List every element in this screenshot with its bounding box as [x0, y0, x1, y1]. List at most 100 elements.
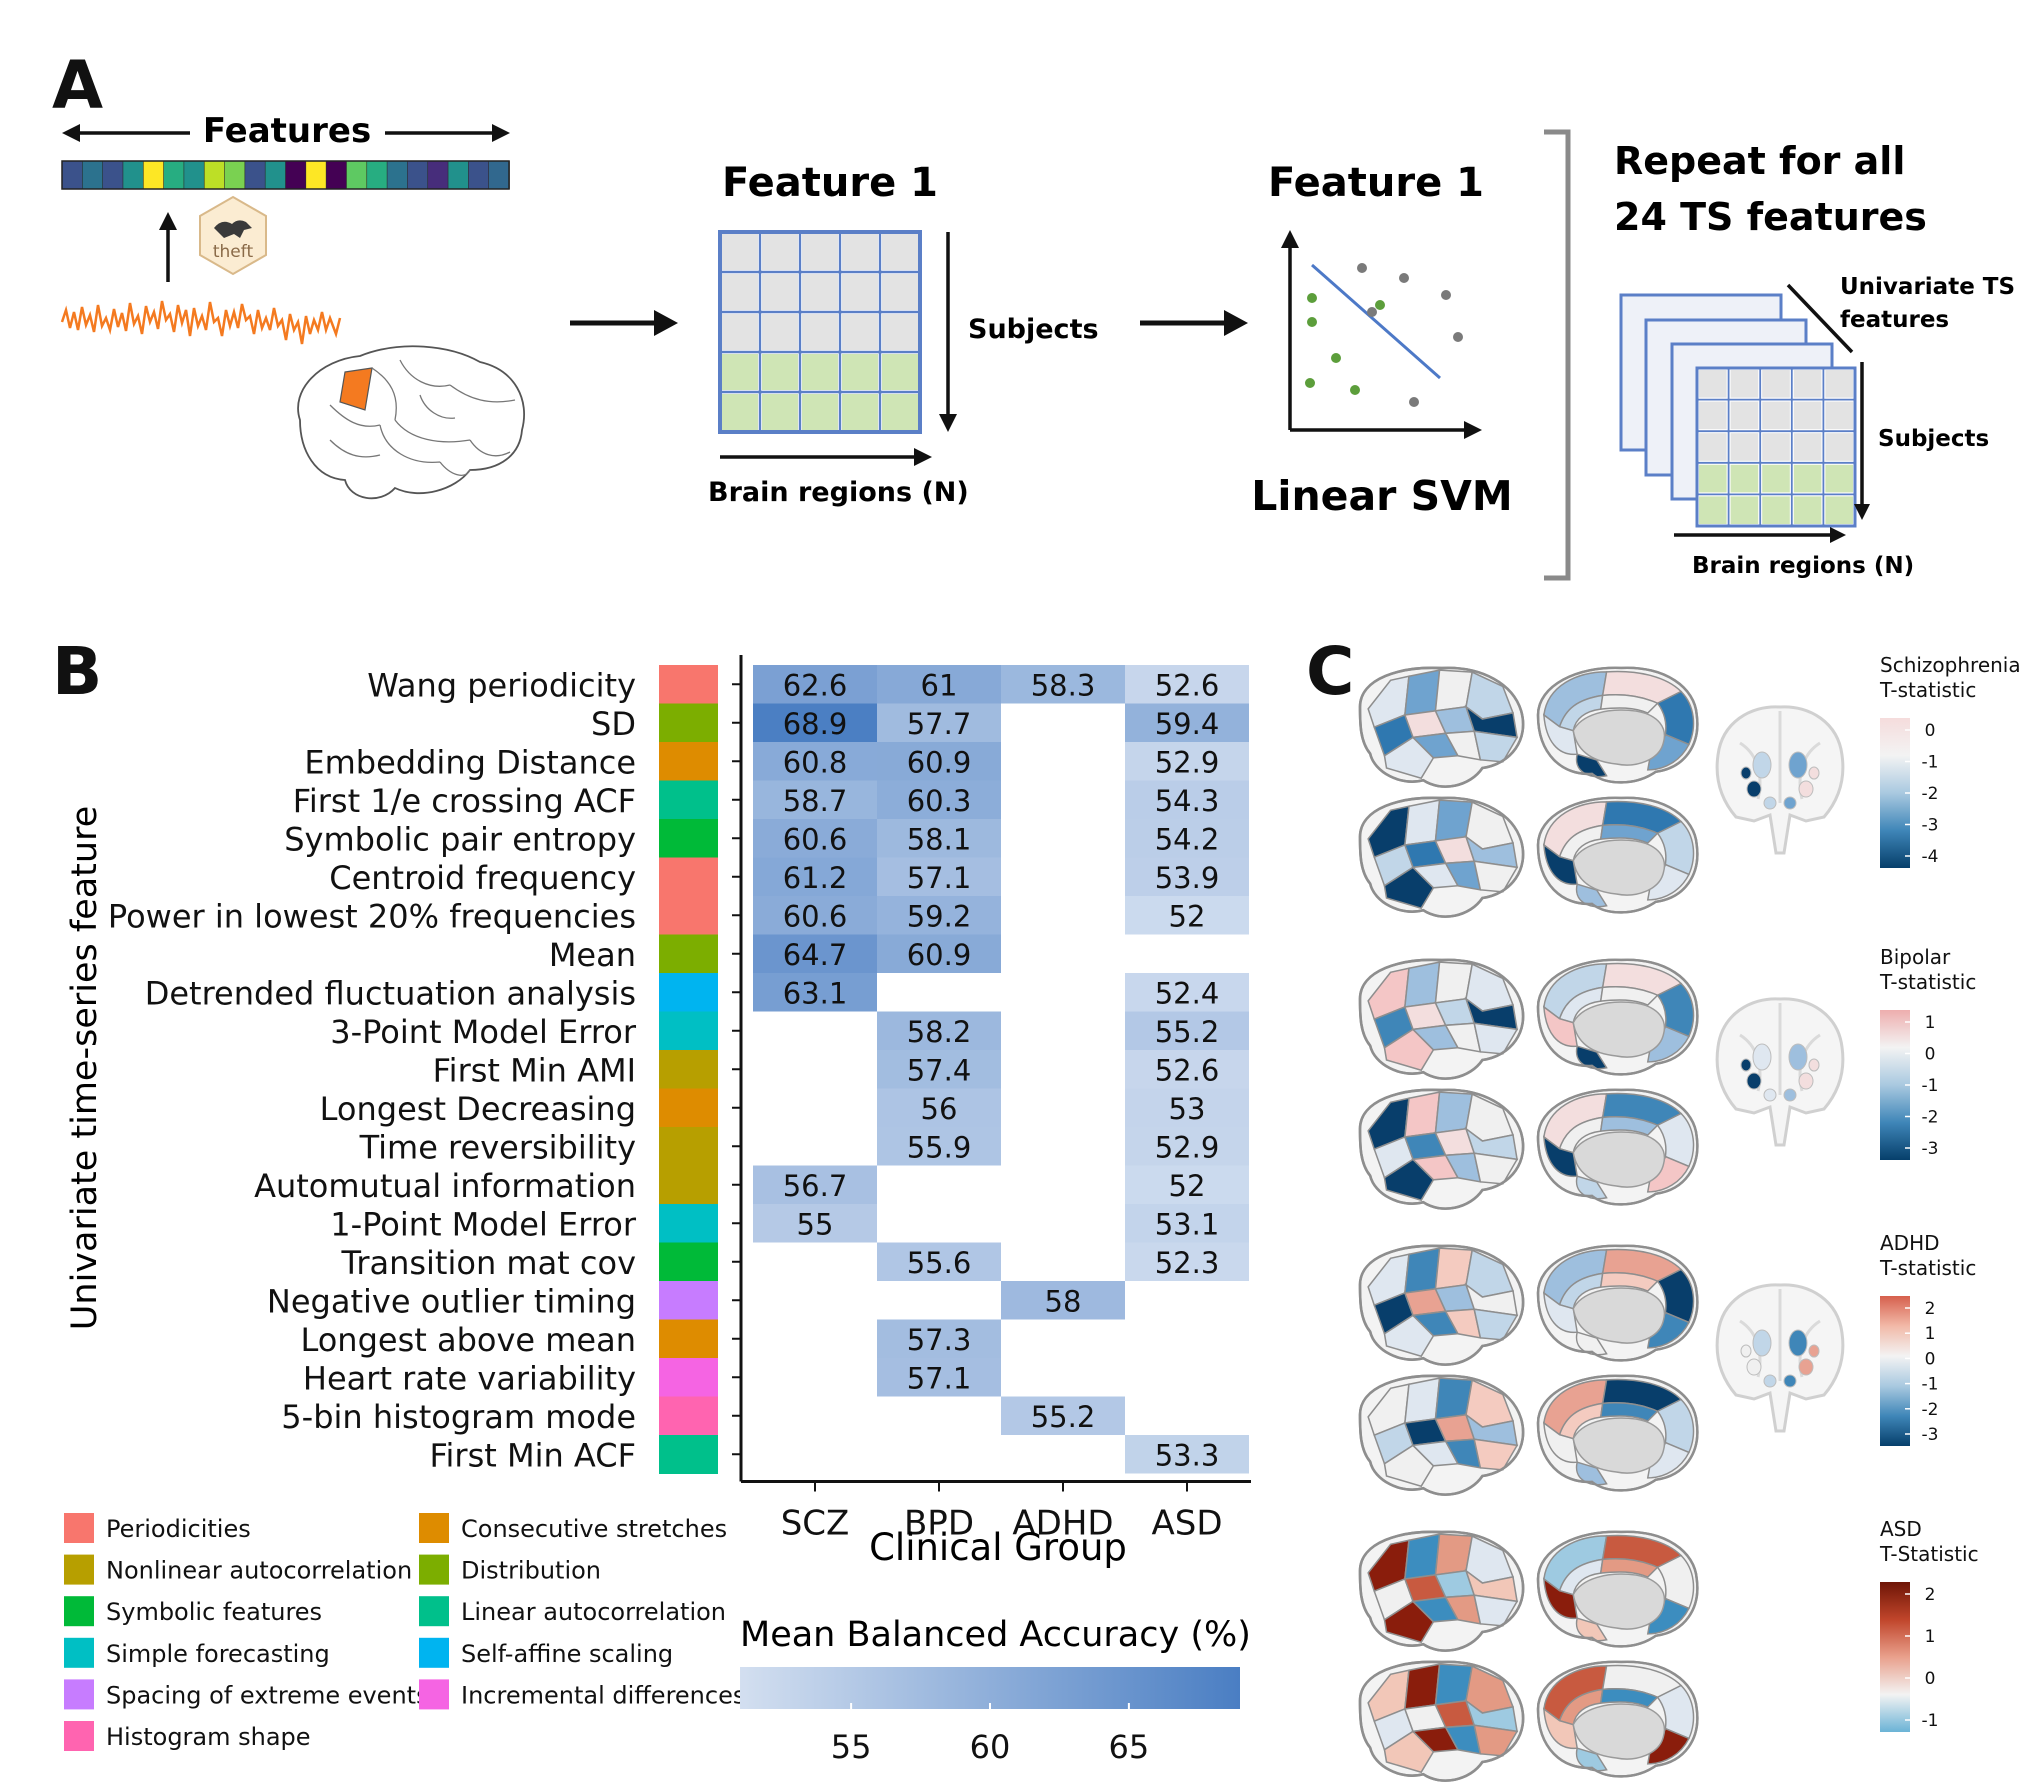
subcortical-region: [1798, 1072, 1814, 1090]
svm-decision-boundary: [1311, 263, 1441, 380]
brain-subcortex: [1572, 839, 1666, 896]
matrix-cell: [762, 354, 798, 390]
legend-label: Nonlinear autocorrelation: [106, 1557, 412, 1585]
brain-region: [1404, 1091, 1441, 1138]
subcortical-region: [1763, 796, 1777, 810]
legend-swatch: [419, 1554, 449, 1585]
heatmap-cell-value: 56: [921, 1092, 958, 1126]
tstat-colorbar-tick-label: -2: [1922, 1108, 1939, 1128]
legend-label: Symbolic features: [106, 1598, 322, 1626]
legend-swatch: [64, 1637, 94, 1668]
feature-cell: [163, 160, 185, 190]
category-color-swatch: [659, 1088, 718, 1128]
brain-subcortical-slice: [1715, 997, 1845, 1147]
heatmap-cell-value: 60.6: [783, 899, 848, 933]
heatmap-cell: [1125, 665, 1249, 704]
feature-cell: [244, 160, 266, 190]
heatmap-cell-value: 61: [921, 668, 958, 702]
subcortical-region: [1763, 1374, 1777, 1388]
brain-region: [1599, 1401, 1659, 1422]
brain-lateral-view: [1358, 1088, 1525, 1210]
heatmap-cell-value: 52.4: [1155, 976, 1220, 1010]
heatmap-cell: [877, 1242, 1001, 1281]
matrix-cell: [1762, 433, 1790, 461]
heatmap-cell-value: 55.6: [907, 1246, 972, 1280]
svg-text:theft: theft: [213, 242, 254, 262]
brain-medial-view: [1536, 1530, 1699, 1648]
heatmap-cell-value: 60.9: [907, 938, 972, 972]
tstat-colorbar-tick-label: 2: [1925, 1299, 1936, 1319]
feature-cell: [264, 160, 287, 190]
matrix-cell: [842, 274, 878, 310]
heatmap-cell: [877, 1127, 1001, 1166]
matrix-cell: [1825, 464, 1853, 493]
brain-lateral-view: [1358, 1660, 1525, 1782]
matrix-cell: [762, 394, 798, 430]
feature-row-label: First Min AMI: [433, 1051, 636, 1089]
stack-subjects-label: Subjects: [1878, 426, 1989, 452]
feature-vector-outline: [61, 160, 510, 190]
brain-region: [1383, 1158, 1435, 1202]
category-color-swatch: [659, 1165, 718, 1205]
tstat-colorbar: [1880, 1582, 1910, 1732]
matrix-cell: [1793, 370, 1822, 398]
brain-region: [1383, 1028, 1435, 1072]
heatmap-cell: [1001, 665, 1125, 704]
brain-lateral-view: [1358, 796, 1525, 918]
subcortical-region: [1808, 766, 1820, 780]
brain-region: [1599, 823, 1659, 844]
matrix-cell: [1825, 401, 1853, 430]
tstat-colorbar-tick-label: -3: [1922, 816, 1939, 836]
matrix-cell: [802, 234, 838, 270]
brain-lateral-view: [1358, 1374, 1525, 1496]
heatmap-cell-value: 53.1: [1155, 1207, 1220, 1241]
feature-row-label: Wang periodicity: [367, 666, 636, 704]
brain-region: [1404, 961, 1441, 1008]
feature-cell: [346, 160, 368, 190]
heatmap-cell-value: 52.6: [1155, 668, 1220, 702]
legend-label: Histogram shape: [106, 1723, 311, 1751]
heatmap-cell: [877, 1319, 1001, 1358]
heatmap-cell: [753, 665, 877, 704]
accuracy-colorbar: [740, 1667, 1240, 1709]
matrix-cell: [1730, 370, 1759, 398]
brain-region: [1404, 669, 1441, 716]
stack-regions-label: Brain regions (N): [1692, 553, 1914, 579]
tstat-colorbar-tick-label: -1: [1922, 1076, 1939, 1096]
heatmap-cell: [1125, 1088, 1249, 1127]
brain-region: [1383, 1730, 1435, 1774]
brain-region: [1404, 799, 1441, 846]
matrix-cell: [1730, 496, 1759, 524]
feature-row-label: SD: [591, 705, 636, 743]
feature-cell: [183, 160, 206, 190]
subcortical-region: [1798, 1358, 1814, 1376]
stack-features-arrow: [1786, 283, 1854, 354]
tstat-colorbar-tick-label: 0: [1925, 721, 1936, 741]
colorbar-tick-label: 60: [970, 1728, 1011, 1766]
heatmap-cell-value: 58.7: [783, 784, 848, 818]
tstat-colorbar-tick-label: 1: [1925, 1627, 1936, 1647]
brain-medial-view: [1536, 796, 1699, 914]
heatmap-cell-value: 55: [797, 1207, 834, 1241]
heatmap-cell-value: 58.1: [907, 822, 972, 856]
matrix-cell: [802, 354, 838, 390]
heatmap-cell-value: 60.3: [907, 784, 972, 818]
subcortical-region: [1746, 1072, 1762, 1090]
category-color-swatch: [659, 1396, 718, 1436]
heatmap-cell: [753, 703, 877, 742]
tstat-colorbar: [1880, 1296, 1910, 1446]
brain-region: [1473, 860, 1519, 893]
heatmap-cell: [753, 742, 877, 781]
category-color-swatch: [659, 703, 718, 743]
feature-row-label: Centroid frequency: [329, 859, 636, 897]
heatmap-cell: [877, 1358, 1001, 1397]
heatmap-cell: [1125, 1050, 1249, 1089]
heatmap-cell-value: 58.2: [907, 1015, 972, 1049]
feature-row-label: Embedding Distance: [304, 743, 636, 781]
brain-region: [1599, 1687, 1659, 1708]
matrix-cell: [1762, 401, 1790, 430]
matrix-cell: [1793, 496, 1822, 524]
extract-arrowhead: [159, 212, 177, 230]
brain-region: [1599, 1557, 1659, 1578]
panel-b: B Univariate time-series feature Wang pe…: [52, 633, 1251, 1766]
